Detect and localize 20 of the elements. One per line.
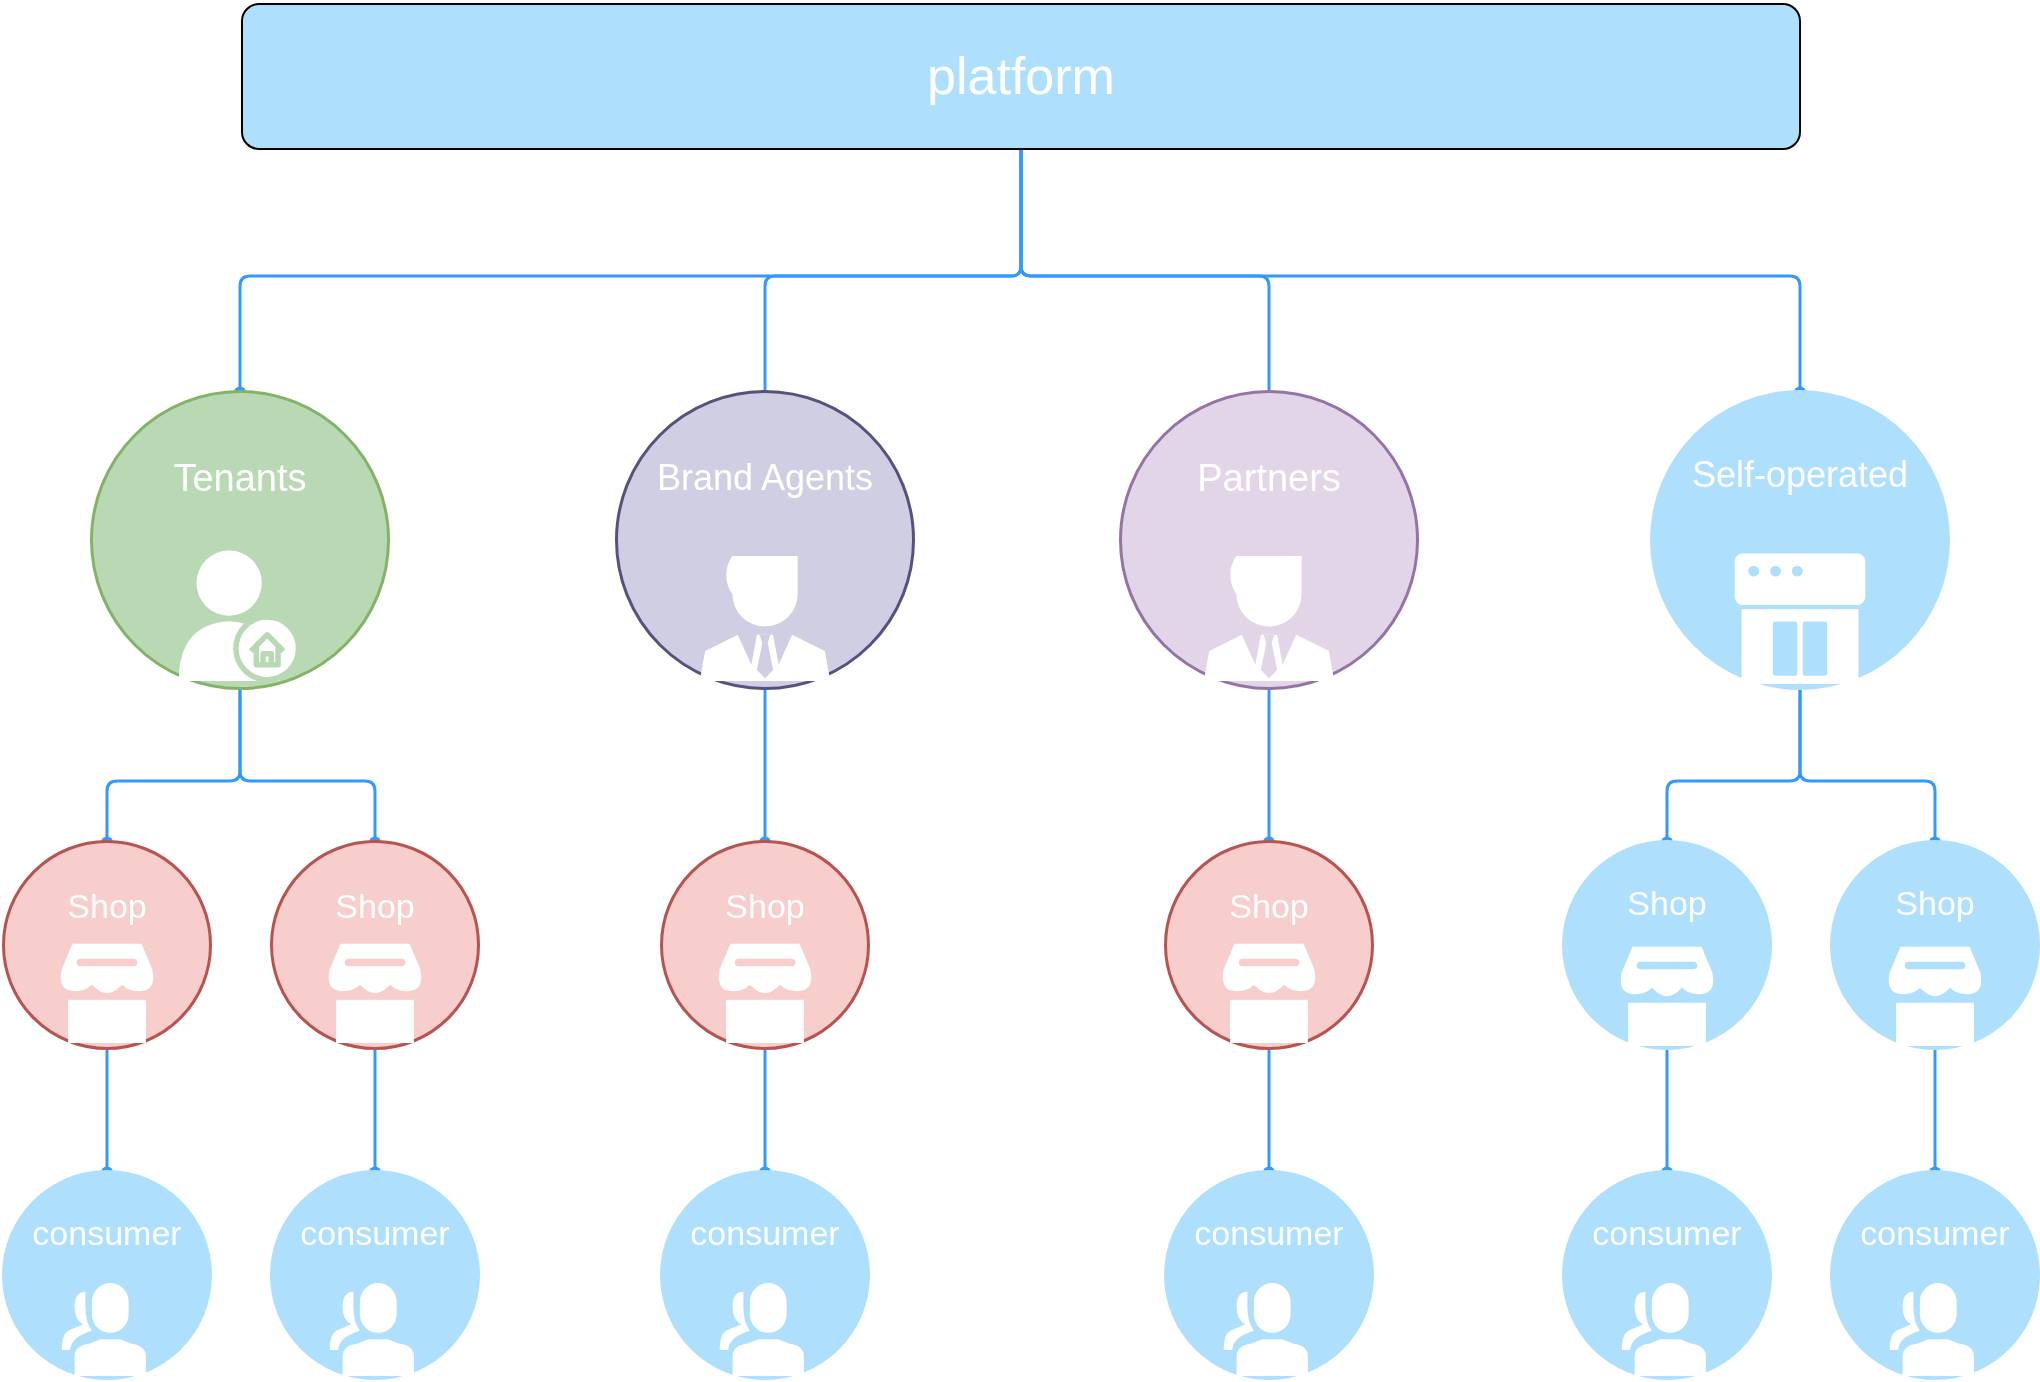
connector <box>1661 1050 1673 1173</box>
node-label: Tenants <box>173 456 307 501</box>
node-label: Shop <box>1627 883 1707 924</box>
connector <box>1263 1050 1275 1173</box>
node-label: Shop <box>1895 883 1975 924</box>
connector <box>759 1050 771 1173</box>
node-label: consumer <box>690 1213 840 1254</box>
node-label: consumer <box>32 1213 182 1254</box>
rounded-box <box>241 3 1801 150</box>
node-label: consumer <box>1194 1213 1344 1254</box>
node-label: consumer <box>1592 1213 1742 1254</box>
connector <box>101 1050 113 1173</box>
connector <box>1798 690 1941 843</box>
node-label: platform <box>927 46 1115 107</box>
connector <box>369 1050 381 1173</box>
node-label: consumer <box>300 1213 450 1254</box>
connector <box>1929 1050 1941 1173</box>
node-label: Self-operated <box>1691 453 1909 497</box>
node-label: consumer <box>1860 1213 2010 1254</box>
connector <box>1019 150 1806 393</box>
